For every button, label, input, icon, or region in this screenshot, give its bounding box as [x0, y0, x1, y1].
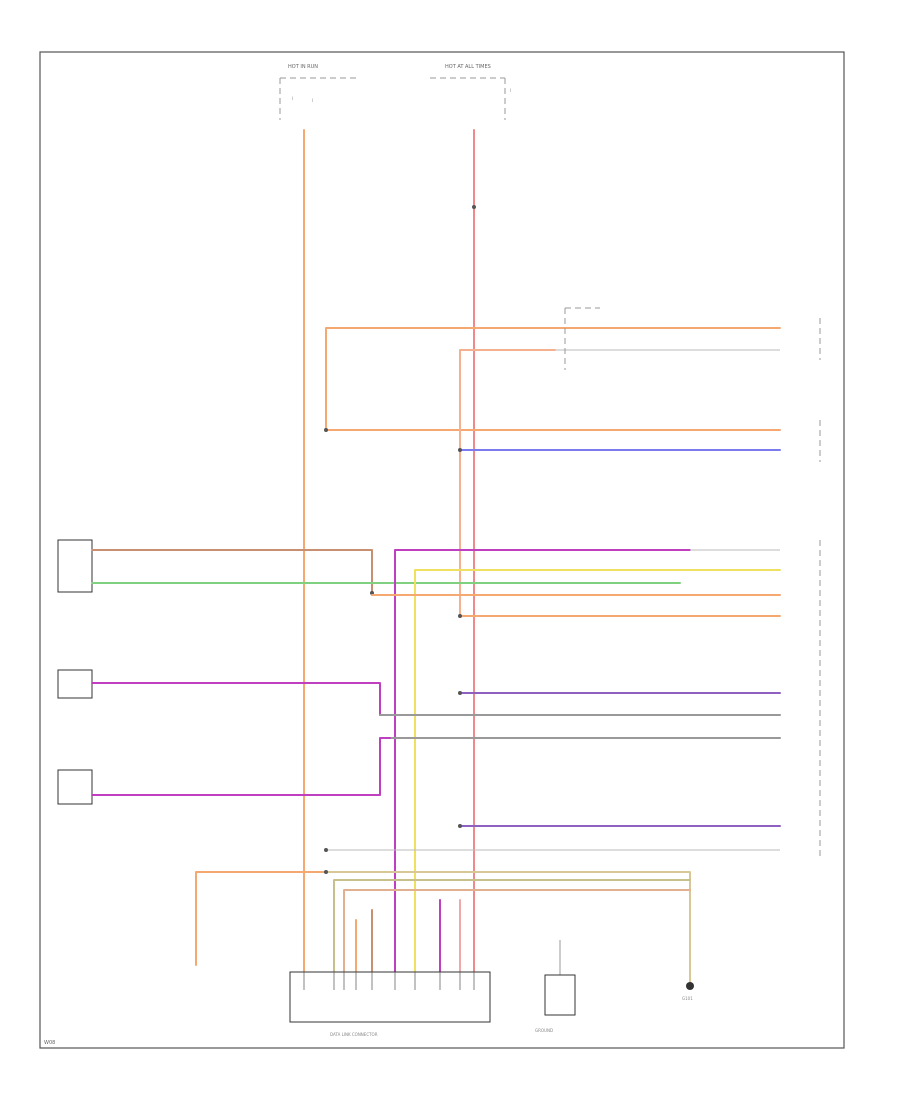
left-module-2 — [57, 669, 93, 699]
top-right-fuse-label: HOT AT ALL TIMES — [445, 64, 491, 70]
bottom-center-label: GROUND — [535, 1028, 553, 1033]
splice-gray-lower — [324, 848, 328, 852]
bottom-center-component — [544, 974, 576, 1016]
splice-orange-mid — [458, 614, 462, 618]
wire-orange-top-horizontal — [325, 327, 781, 431]
wire-pink-upper — [459, 349, 556, 617]
splice-blue — [458, 448, 462, 452]
wire-orange-bottom-left — [195, 871, 327, 966]
fuse-block-right: HOT AT ALL TIMES I — [430, 64, 511, 120]
splice-red-top — [472, 205, 476, 209]
wire-brown-left — [91, 549, 373, 596]
splice-purple-2 — [458, 824, 462, 828]
fuse-right-desc: I — [510, 88, 511, 93]
bottom-connector-label: DATA LINK CONNECTOR — [330, 1032, 378, 1037]
top-left-fuse-label: HOT IN RUN — [288, 64, 318, 70]
fuse-left-value: I — [312, 98, 313, 103]
wire-tan-bus — [325, 871, 691, 986]
fuse-block-left: HOT IN RUN I I — [279, 64, 360, 120]
splice-purple-1 — [458, 691, 462, 695]
relay-dashed-box — [564, 307, 600, 370]
left-module-1 — [57, 539, 93, 593]
wire-yellow — [414, 569, 781, 1001]
splice-bus-left — [324, 870, 328, 874]
wire-olive-2 — [343, 889, 691, 1001]
ground-label: G101 — [682, 996, 693, 1001]
wire-purple-left-upper — [91, 682, 381, 716]
wire-olive-1 — [333, 879, 691, 1001]
splice-orange-left — [324, 428, 328, 432]
fuse-left-tag: I — [292, 96, 293, 101]
left-module-3 — [57, 769, 93, 805]
connector-pins — [303, 972, 475, 990]
footer-code: W08 — [44, 1040, 55, 1046]
bottom-main-connector — [289, 971, 491, 1023]
wire-purple-left-lower — [91, 737, 391, 796]
diagram-frame — [39, 51, 845, 1049]
ground-terminal — [686, 982, 694, 990]
